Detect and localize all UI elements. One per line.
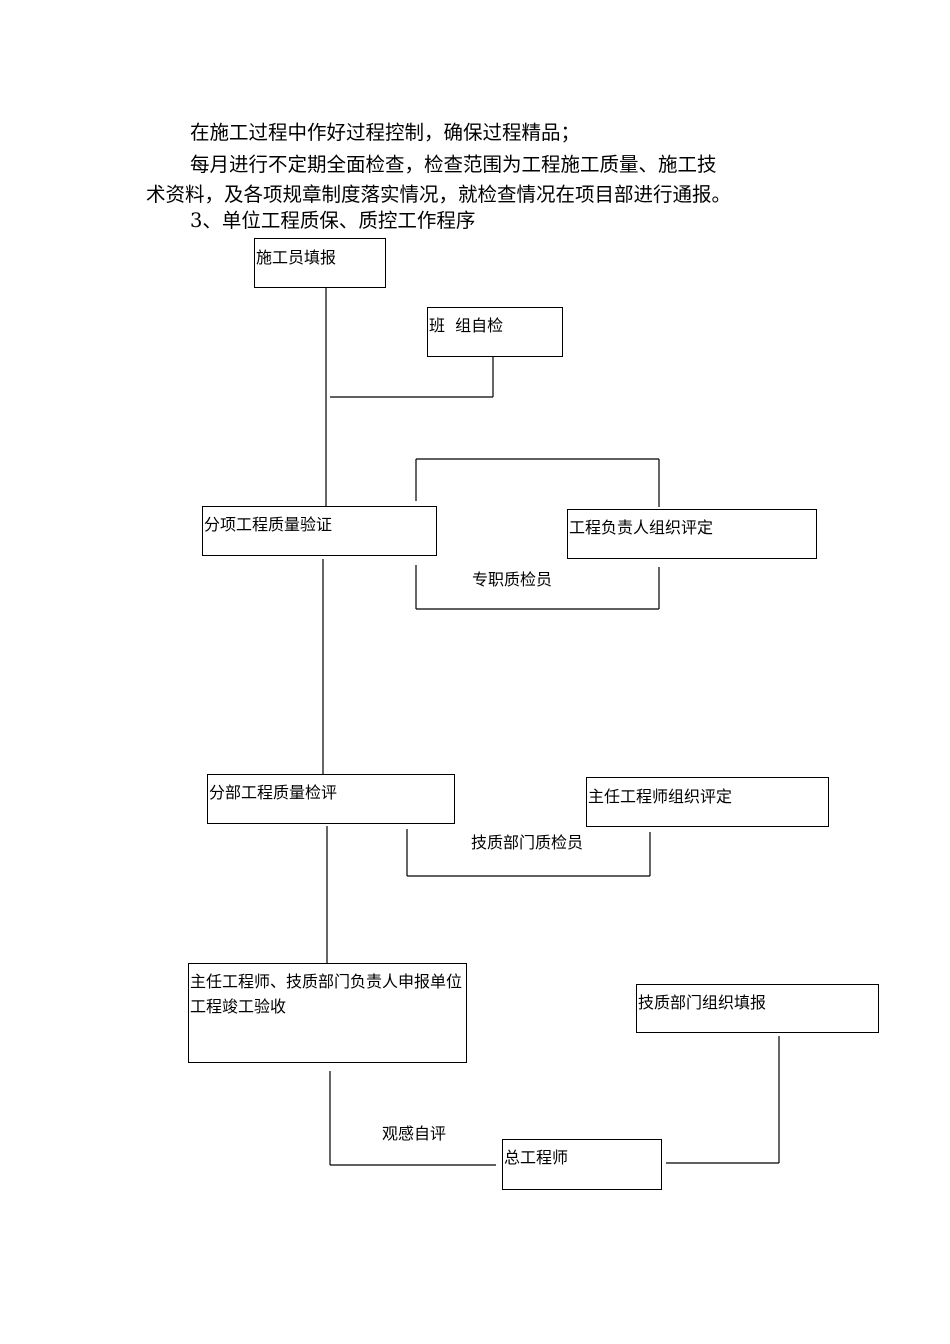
box-tech-report-label: 技质部门组织填报 bbox=[638, 993, 767, 1012]
section-heading-workflow: 3、单位工程质保、质控工作程序 bbox=[190, 209, 476, 232]
box-subdivision-assess: 分部工程质量检评 bbox=[207, 774, 455, 824]
box-worker-report: 施工员填报 bbox=[254, 238, 386, 288]
box-team-selfcheck-label: 班 组自检 bbox=[429, 316, 504, 335]
paragraph-process-control: 在施工过程中作好过程控制，确保过程精品； bbox=[190, 121, 581, 144]
paragraph-inspection-line1: 每月进行不定期全面检查，检查范围为工程施工质量、施工技 bbox=[190, 153, 717, 176]
box-chief-assess: 主任工程师组织评定 bbox=[586, 777, 829, 827]
box-pm-assess-label: 工程负责人组织评定 bbox=[569, 518, 714, 537]
label-visual-selfassess: 观感自评 bbox=[382, 1124, 447, 1143]
box-apply-acceptance-label: 主任工程师、技质部门负责人申报单位工程竣工验收 bbox=[190, 972, 463, 1016]
label-tech-inspector: 技质部门质检员 bbox=[471, 833, 584, 852]
box-chief-engineer-label: 总工程师 bbox=[504, 1148, 569, 1167]
box-subitem-verify-label: 分项工程质量验证 bbox=[204, 515, 333, 534]
box-team-selfcheck: 班 组自检 bbox=[427, 307, 563, 357]
box-subdivision-assess-label: 分部工程质量检评 bbox=[209, 783, 338, 802]
paragraph-inspection-line2: 术资料，及各项规章制度落实情况，就检查情况在项目部进行通报。 bbox=[146, 183, 732, 206]
box-chief-assess-label: 主任工程师组织评定 bbox=[588, 787, 733, 806]
box-tech-report: 技质部门组织填报 bbox=[636, 984, 879, 1033]
label-inspector: 专职质检员 bbox=[472, 570, 553, 589]
box-apply-acceptance: 主任工程师、技质部门负责人申报单位工程竣工验收 bbox=[188, 963, 467, 1063]
box-subitem-verify: 分项工程质量验证 bbox=[202, 506, 437, 556]
box-worker-report-label: 施工员填报 bbox=[256, 248, 337, 267]
box-pm-assess: 工程负责人组织评定 bbox=[567, 509, 817, 559]
box-chief-engineer: 总工程师 bbox=[502, 1139, 662, 1190]
